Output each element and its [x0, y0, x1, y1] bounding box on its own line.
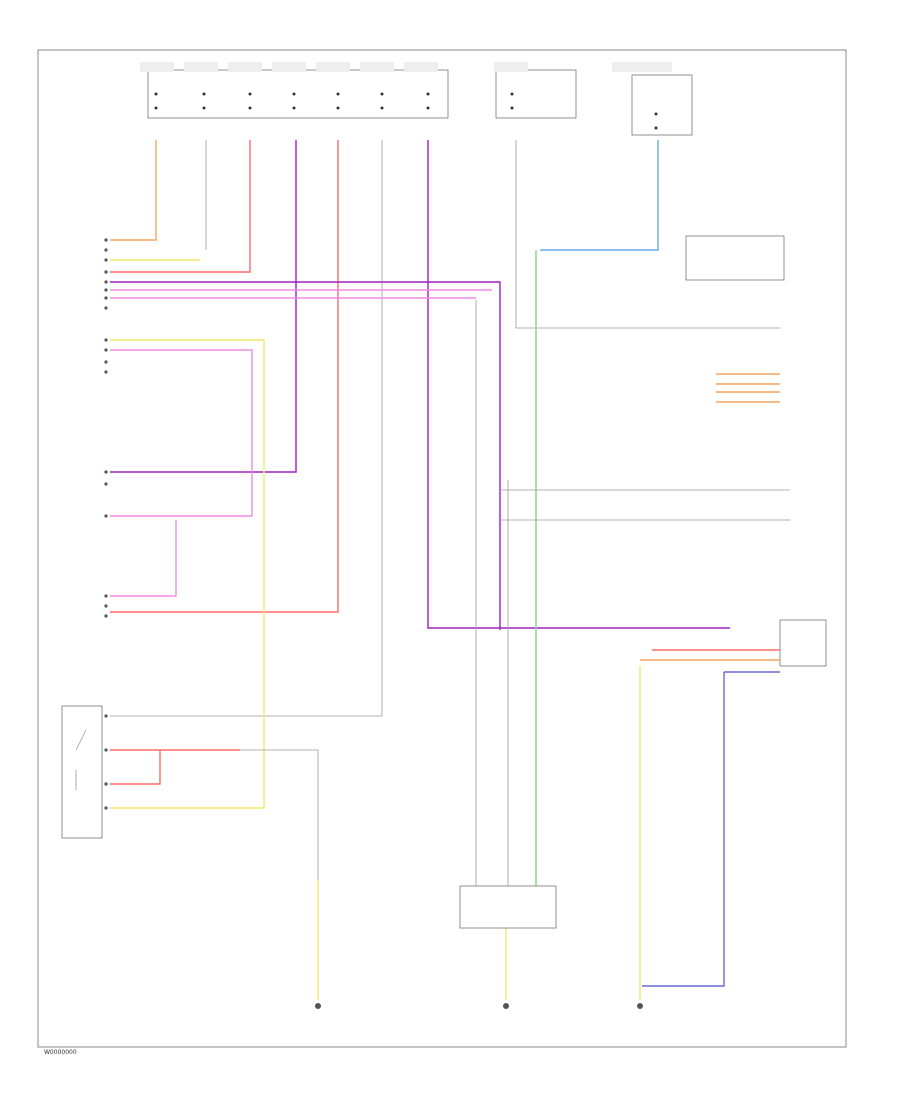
fuse-box-1: [147, 69, 449, 119]
fuse-box-3: [631, 74, 693, 136]
figure-code: W0000000: [44, 1049, 77, 1056]
wire-red-3: [110, 749, 161, 785]
wire-purple-3: [110, 281, 501, 630]
wire-purple-2: [427, 140, 730, 629]
ground-point-3: [637, 1003, 643, 1009]
grounds: [240, 749, 643, 1009]
fuse-wires: [110, 140, 780, 717]
wire-yellow-2: [110, 339, 265, 809]
wire-gray-3: [515, 140, 780, 329]
right-connector-wiring: [639, 235, 827, 1000]
fuse-box-2: [495, 69, 577, 119]
wire-red-1: [110, 140, 251, 273]
left-connectors: [104, 238, 108, 810]
diagram-frame: [37, 49, 847, 1048]
wire-pink-4: [110, 520, 177, 597]
right-module: [779, 619, 827, 667]
ground-lead: [240, 749, 319, 880]
fuse-row: [140, 62, 693, 136]
wire-orange-3: [716, 373, 780, 403]
switch-arm: [75, 729, 87, 790]
right-upper-box: [685, 235, 785, 281]
wire-red-2: [110, 140, 339, 613]
wire-blue: [540, 140, 659, 251]
ground-point-2: [503, 1003, 509, 1009]
wire-pink-3: [110, 349, 253, 517]
wire-navy: [642, 671, 780, 987]
headlight-switch-box: [61, 705, 103, 839]
bottom-module: [459, 885, 557, 929]
wire-gray-2: [110, 140, 383, 717]
ground-point-1: [315, 1003, 321, 1009]
fuses: [154, 92, 658, 130]
left-connector-wiring: [110, 259, 501, 809]
wire-purple-1: [110, 140, 297, 473]
fuse-labels: [140, 62, 672, 72]
wire-orange: [110, 140, 157, 241]
